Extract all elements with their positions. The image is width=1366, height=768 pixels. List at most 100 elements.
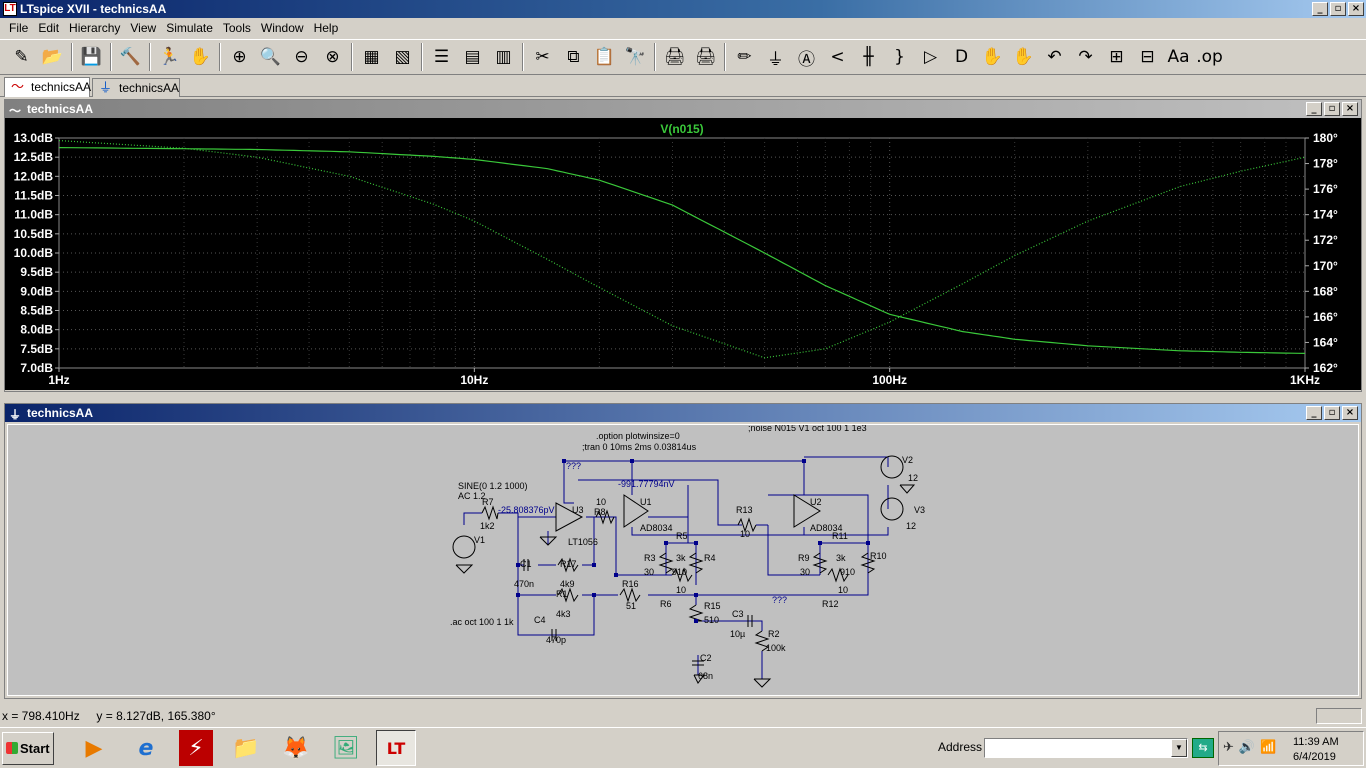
zoom-fit-icon[interactable]: ⊗ [325,47,340,67]
bode-plot[interactable]: 13.0dB12.5dB12.0dB11.5dB11.0dB10.5dB10.0… [5,118,1361,390]
save-icon[interactable]: 💾 [80,47,103,67]
c2-name[interactable]: C2 [700,653,712,663]
r12-value[interactable]: 10 [838,585,848,595]
r13-name[interactable]: R13 [736,505,753,515]
autorange-icon[interactable]: ▦ [363,47,380,67]
find-icon[interactable]: 🔭 [624,47,647,67]
zoom-pan-icon[interactable]: 🔍 [259,47,282,67]
tran-directive[interactable]: ;tran 0 10ms 2ms 0.03814us [582,442,697,452]
firefox-icon[interactable]: 🦊 [282,735,310,761]
r15-value[interactable]: 510 [704,615,719,625]
open-icon[interactable]: 📂 [41,47,64,67]
r11-value[interactable]: 3k [836,553,846,563]
cascade-icon[interactable]: ▤ [464,47,481,67]
mirror-icon[interactable]: ⊟ [1140,47,1155,67]
c4-name[interactable]: C4 [534,615,546,625]
spice-directive-icon[interactable]: .op [1196,47,1223,67]
tab-waveform[interactable]: 〜 technicsAA [4,77,91,97]
menu-file[interactable]: File [9,21,29,35]
v3-name[interactable]: V3 [914,505,925,515]
print-preview-icon[interactable]: 🖨 [663,47,686,67]
r7-value[interactable]: 1k2 [480,521,495,531]
tile-horizontal-icon[interactable]: ☰ [433,47,450,67]
phase-trace[interactable] [58,140,1306,359]
component-icon[interactable]: D [954,47,969,67]
capacitor-icon[interactable]: ╫ [863,47,874,67]
explorer-folder-icon[interactable]: 📁 [232,735,260,761]
minimize-button[interactable]: _ [1312,2,1328,16]
close-button[interactable]: × [1342,102,1358,116]
r2-name[interactable]: R2 [768,629,780,639]
r17-value[interactable]: 4k9 [560,579,575,589]
drag-icon[interactable]: ✋ [1012,47,1035,67]
redo-icon[interactable]: ↷ [1078,47,1093,67]
cut-icon[interactable]: ✂ [535,47,550,67]
u3-name[interactable]: U3 [572,505,584,515]
u2-name[interactable]: U2 [810,497,822,507]
ground-icon[interactable]: ⏚ [767,49,784,70]
resistor-icon[interactable]: < [830,47,845,67]
menu-window[interactable]: Window [260,21,304,35]
ltspice-taskbar-icon[interactable]: LT [376,730,416,766]
paste-icon[interactable]: 📋 [593,47,616,67]
inductor-icon[interactable]: } [894,47,905,67]
r1-value[interactable]: 4k3 [556,609,571,619]
menu-simulate[interactable]: Simulate [166,21,213,35]
maximize-button[interactable]: ▫ [1324,406,1340,420]
menu-edit[interactable]: Edit [38,21,60,35]
minimize-button[interactable]: _ [1306,406,1322,420]
r7-name[interactable]: R7 [482,497,494,507]
media-player-icon[interactable]: ▶ [85,735,103,761]
zoom-in-icon[interactable]: ⊕ [232,47,247,67]
r4-value[interactable]: 910 [672,567,687,577]
r3-value[interactable]: 30 [644,567,654,577]
c3-name[interactable]: C3 [732,609,744,619]
r15-name[interactable]: R15 [704,601,721,611]
r8-value[interactable]: 10 [596,497,606,507]
v1-name[interactable]: V1 [474,535,485,545]
u1-name[interactable]: U1 [640,497,652,507]
option-directive[interactable]: .option plotwinsize=0 [596,431,680,441]
r16-name[interactable]: R16 [622,579,639,589]
r10-name[interactable]: R10 [870,551,887,561]
v1-value[interactable]: SINE(0 1.2 1000) [458,481,528,491]
menu-tools[interactable]: Tools [222,21,251,35]
noise-directive[interactable]: ;noise N015 V1 oct 100 1 1e3 [748,423,867,433]
c4-value[interactable]: 470p [546,635,566,645]
r1-name[interactable]: R1 [556,589,568,599]
r17-name[interactable]: R17 [560,559,577,569]
u3-model[interactable]: LT1056 [568,537,598,547]
c3-value[interactable]: 10µ [730,629,745,639]
tab-schematic[interactable]: ⏚ technicsAA [92,78,180,97]
v3-value[interactable]: 12 [906,521,916,531]
v2-value[interactable]: 12 [908,473,918,483]
menu-view[interactable]: View [130,21,157,35]
r8-name[interactable]: R8 [594,507,606,517]
undo-icon[interactable]: ↶ [1047,47,1062,67]
move-icon[interactable]: ✋ [981,47,1004,67]
r9-value[interactable]: 30 [800,567,810,577]
r13-value[interactable]: 10 [740,529,750,539]
menu-hierarchy[interactable]: Hierarchy [69,21,121,35]
r9-name[interactable]: R9 [798,553,810,563]
clock-time[interactable]: 11:39 AM [1293,736,1339,748]
r3-name[interactable]: R3 [644,553,656,563]
net-label-icon[interactable]: Ⓐ [798,49,815,70]
minimize-button[interactable]: _ [1306,102,1322,116]
c1-name[interactable]: C1 [520,559,532,569]
magnitude-trace[interactable] [58,147,1306,354]
r16-value[interactable]: 51 [626,601,636,611]
trace-title[interactable]: V(n015) [660,122,703,136]
u1-model[interactable]: AD8034 [640,523,673,533]
u2-model[interactable]: AD8034 [810,523,843,533]
text-icon[interactable]: Aa [1167,47,1190,67]
r10-value[interactable]: 910 [840,567,855,577]
r12-name[interactable]: R12 [822,599,839,609]
diode-icon[interactable]: ▷ [923,47,938,67]
r6-name[interactable]: R6 [660,599,672,609]
c2-value[interactable]: 68n [698,671,713,681]
schematic-canvas[interactable]: ;noise N015 V1 oct 100 1 1e3 .option plo… [7,423,1359,696]
r11-name[interactable]: R11 [832,531,848,541]
maximize-button[interactable]: ▫ [1330,2,1346,16]
